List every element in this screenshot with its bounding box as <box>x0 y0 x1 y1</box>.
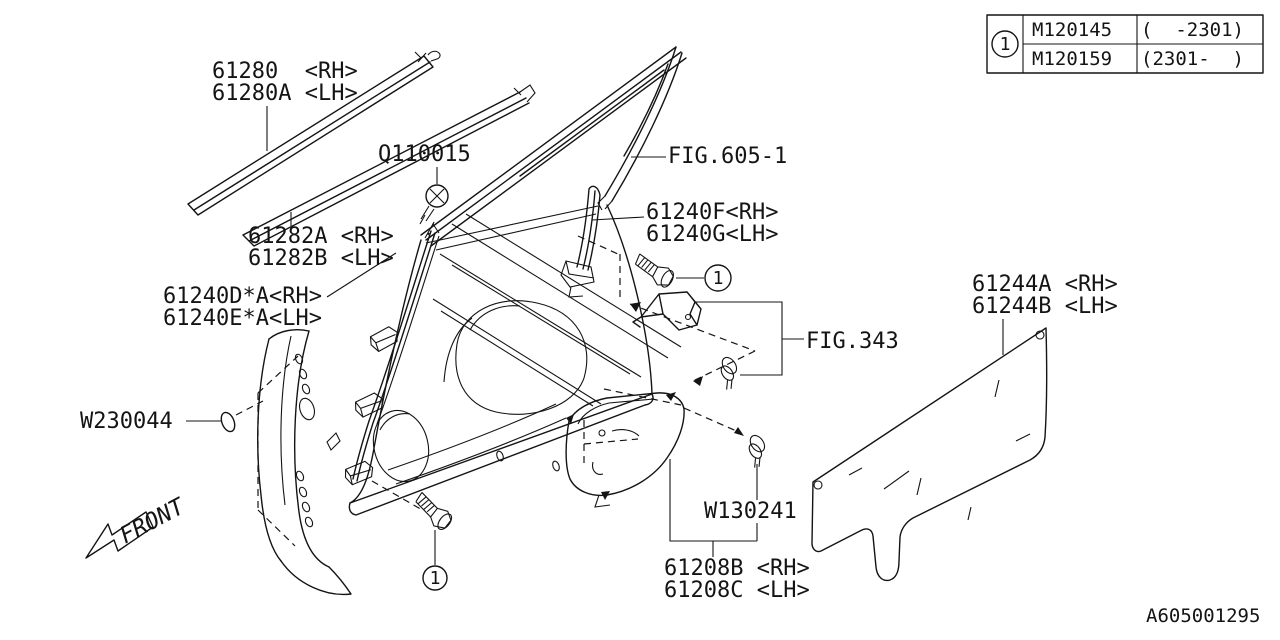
clip-drawing <box>669 432 775 557</box>
ref-table-marker: 1 <box>1000 34 1011 55</box>
screw-label: Q110015 <box>378 142 471 167</box>
bolt-lower-drawing: 1 <box>409 491 456 591</box>
weatherstrip-inner-label-rh: 61282A <RH> <box>248 224 394 249</box>
rear-sash-drawing <box>560 185 601 298</box>
front-label: FRONT <box>116 493 190 549</box>
ref-table-part-2: M120159 <box>1032 48 1112 70</box>
weatherstrip-outer-label-rh: 61280 <RH> <box>212 59 358 84</box>
front-sash-label-rh: 61240D*A<RH> <box>163 284 322 309</box>
cover-label-lh: 61208C <LH> <box>664 578 810 603</box>
ref-marker-upper: 1 <box>713 268 724 289</box>
fig-door-label: FIG.605-1 <box>668 144 787 169</box>
screw-drawing <box>419 184 449 236</box>
door-checker-drawing <box>629 291 804 392</box>
cover-label-rh: 61208B <RH> <box>664 556 810 581</box>
door-inner-panel-drawing <box>257 329 352 596</box>
clip-label: W130241 <box>704 499 797 524</box>
front-sash-label-lh: 61240E*A<LH> <box>163 306 322 331</box>
weatherstrip-inner-drawing <box>242 84 536 247</box>
bolt-upper-drawing: 1 <box>630 252 732 292</box>
ref-table-range-1: ( -2301) <box>1141 19 1244 41</box>
ref-marker-lower: 1 <box>430 568 441 589</box>
front-sash-drawing <box>343 222 440 512</box>
weatherstrip-inner-label-lh: 61282B <LH> <box>248 246 394 271</box>
drawing-number: A605001295 <box>1146 605 1260 627</box>
front-direction-indicator: FRONT <box>85 493 190 559</box>
door-outer-panel-drawing <box>348 46 687 516</box>
rear-sash-label-rh: 61240F<RH> <box>646 200 778 225</box>
grommet-label: W230044 <box>80 409 173 434</box>
rear-sash-label-lh: 61240G<LH> <box>646 222 778 247</box>
glass-label-rh: 61244A <RH> <box>972 272 1118 297</box>
door-glass-drawing <box>811 327 1048 582</box>
ref-table-range-2: (2301- ) <box>1141 48 1244 70</box>
sealing-cover-drawing <box>565 388 744 508</box>
weatherstrip-outer-label-lh: 61280A <LH> <box>212 81 358 106</box>
fig-checker-label: FIG.343 <box>806 329 899 354</box>
leader-lines <box>186 106 1004 422</box>
ref-table-part-1: M120145 <box>1032 19 1112 41</box>
grommet-drawing <box>220 400 264 433</box>
ref-table: 1 M120145 ( -2301) M120159 (2301- ) <box>986 14 1264 74</box>
weatherstrip-outer-drawing <box>187 50 441 216</box>
glass-label-lh: 61244B <LH> <box>972 294 1118 319</box>
